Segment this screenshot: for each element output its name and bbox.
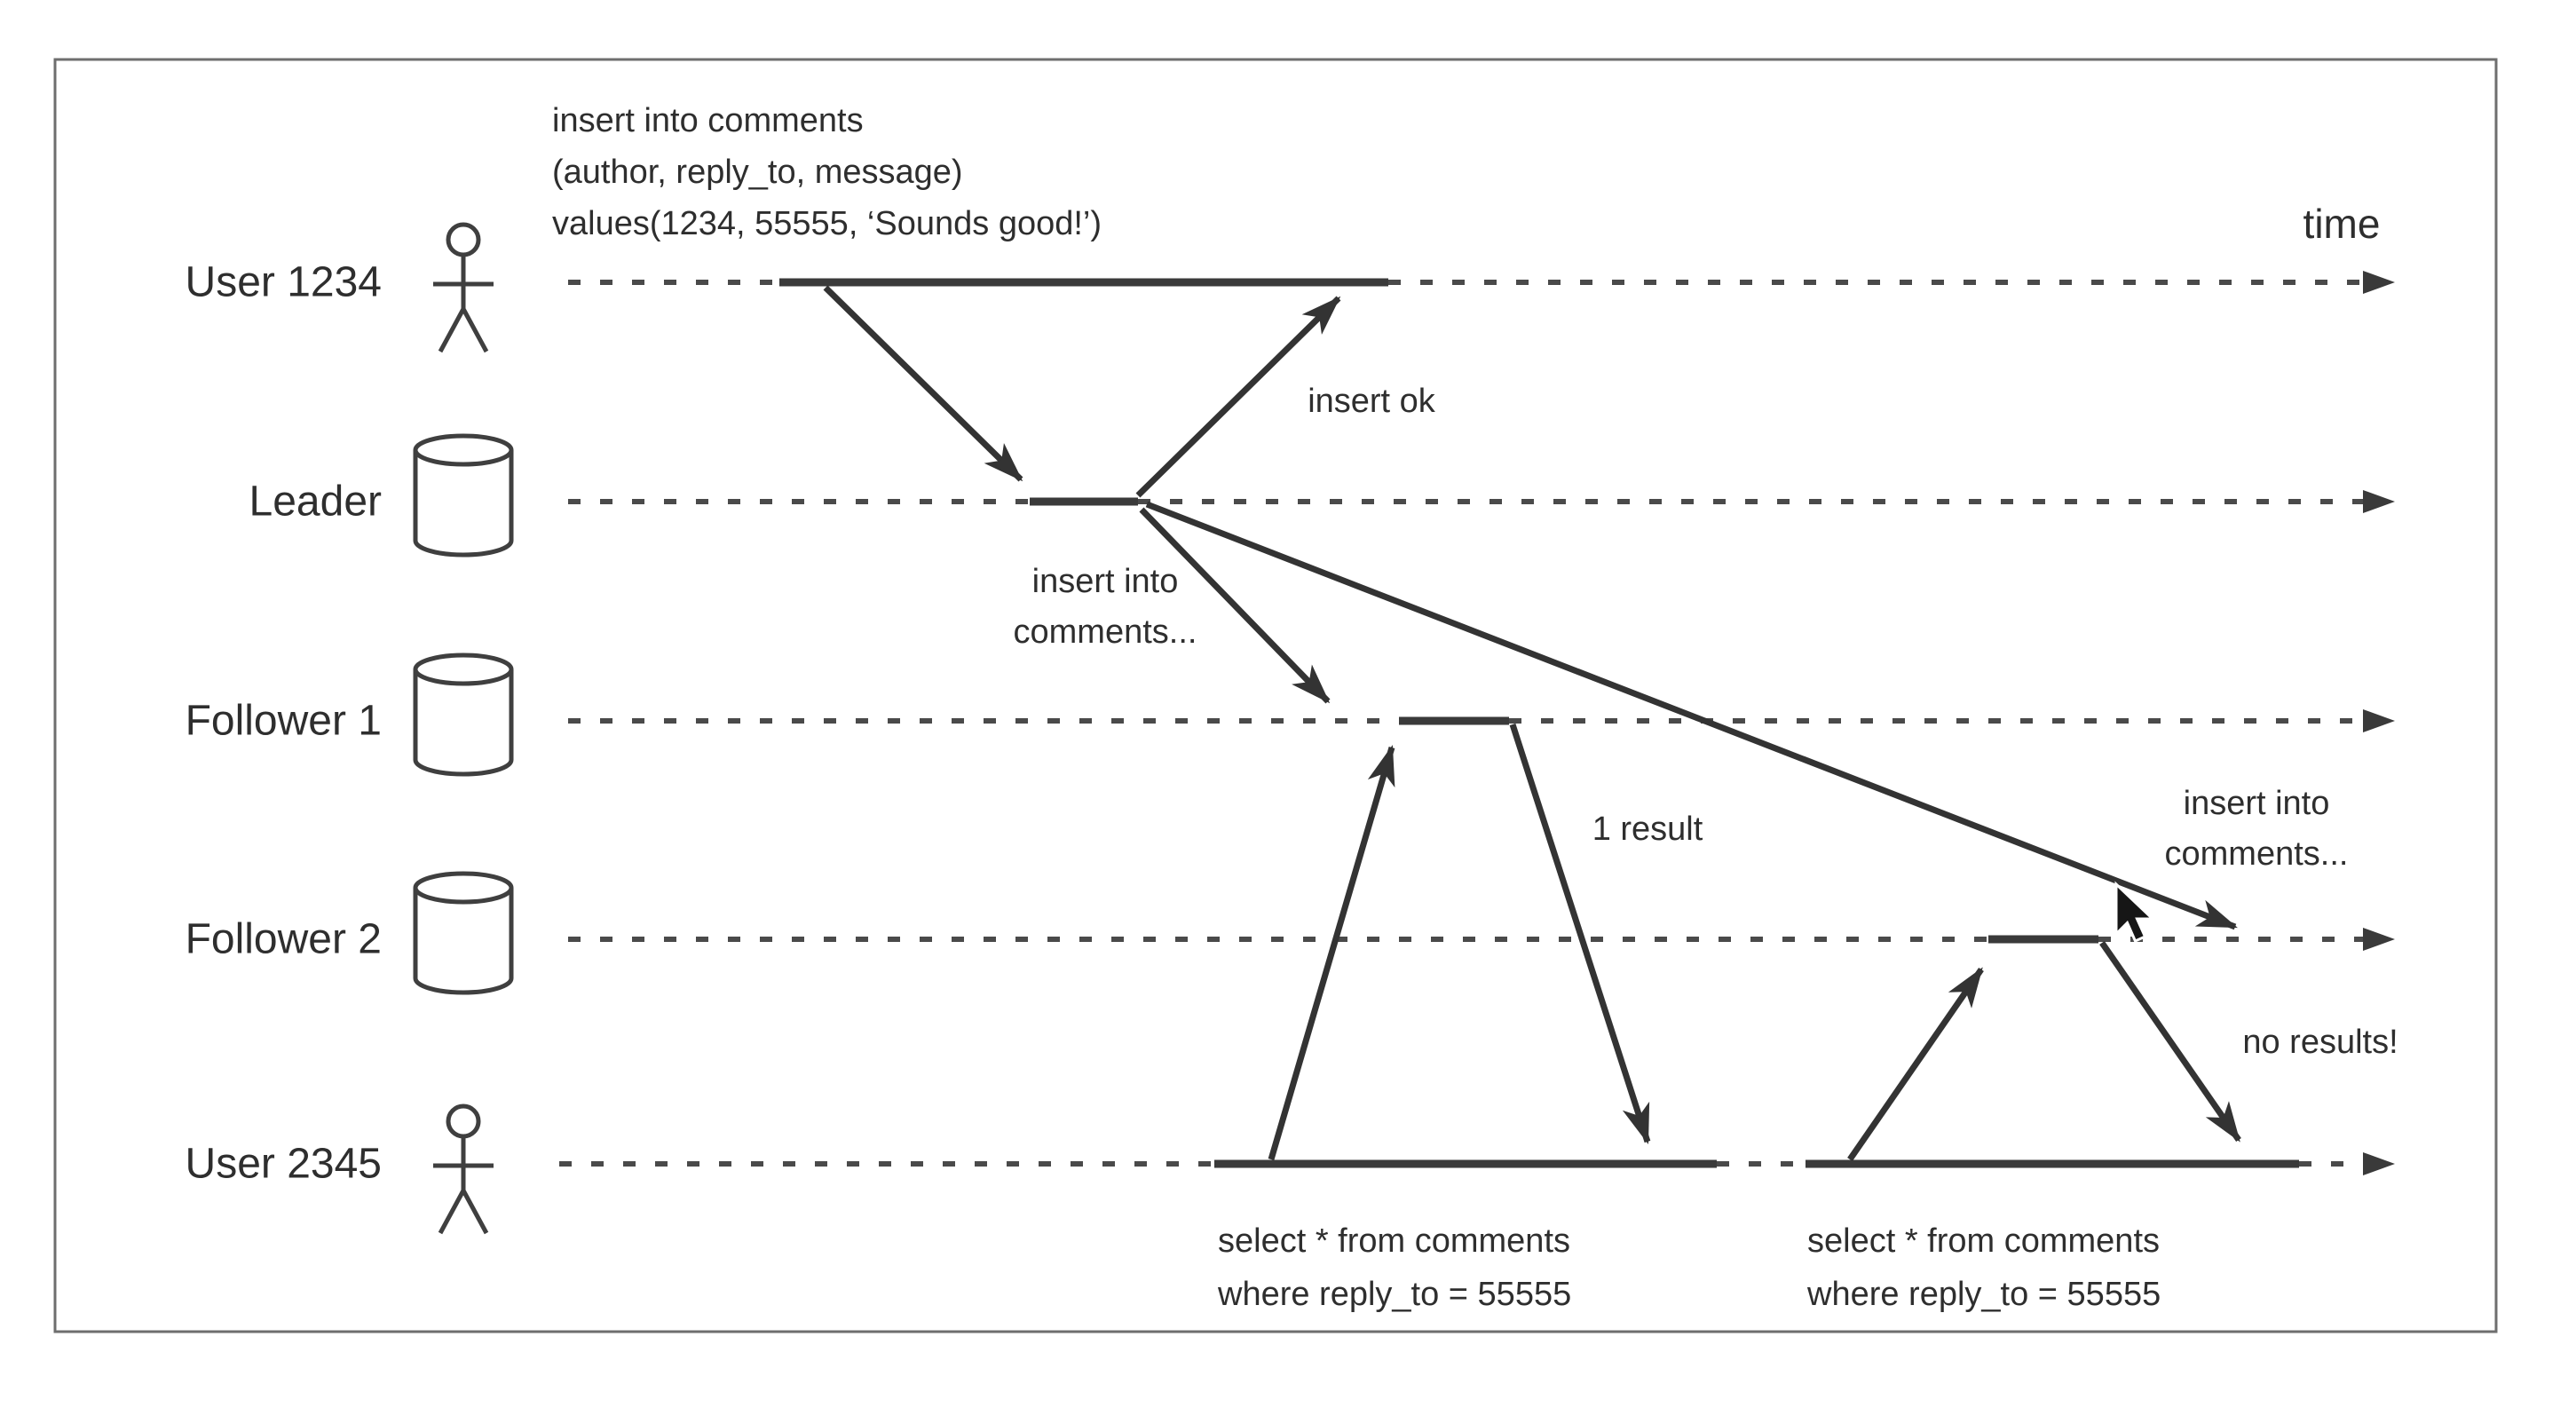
- insert-query-line3: values(1234, 55555, ‘Sounds good!’): [552, 205, 1102, 242]
- lifeline-follower-1: [568, 709, 2395, 732]
- timeline-arrowhead-icon: [2363, 709, 2395, 732]
- actor-label-follower-1: Follower 1: [186, 698, 382, 745]
- replicate-to-follower1-arrow: [1139, 507, 1331, 704]
- select2-request-arrow: [1847, 967, 1984, 1161]
- insert-ok-arrow: [1135, 296, 1341, 498]
- insert-ok-label: insert ok: [1308, 383, 1436, 420]
- insert-request-arrow: [823, 285, 1023, 482]
- insert-query-line2: (author, reply_to, message): [552, 154, 963, 191]
- actor-label-user-1234: User 1234: [186, 259, 382, 306]
- replicate-f1-line2: comments...: [1014, 613, 1197, 651]
- replicate-to-follower2-arrow: [1145, 501, 2238, 930]
- select1-line1: select * from comments: [1218, 1222, 1570, 1260]
- select1-request-arrow: [1268, 744, 1395, 1160]
- select2-line1: select * from comments: [1807, 1222, 2160, 1260]
- lifeline-user-1234: [568, 271, 2395, 294]
- insert-query-annotation: insert into comments (author, reply_to, …: [552, 102, 1102, 242]
- insert-query-line1: insert into comments: [552, 102, 864, 139]
- database-icon: [413, 433, 514, 558]
- replicate-follower1-annotation: insert into comments...: [1014, 563, 1197, 651]
- replicate-f2-line1: insert into: [2184, 785, 2330, 822]
- replicate-follower2-annotation: insert into comments...: [2165, 785, 2349, 873]
- select1-response-arrow: [1509, 723, 1651, 1145]
- select2-annotation: select * from comments where reply_to = …: [1806, 1222, 2161, 1313]
- database-icon: [413, 653, 514, 777]
- actor-label-leader: Leader: [249, 479, 382, 526]
- select1-annotation: select * from comments where reply_to = …: [1217, 1222, 1571, 1313]
- lifeline-leader: [568, 490, 2395, 513]
- timeline-arrowhead-icon: [2363, 928, 2395, 951]
- lifeline-user-2345: [559, 1152, 2395, 1175]
- timeline-arrowhead-icon: [2363, 1152, 2395, 1175]
- lifeline-follower-2: [568, 928, 2395, 951]
- time-axis-label: time: [2303, 201, 2381, 247]
- select2-line2: where reply_to = 55555: [1806, 1276, 2161, 1313]
- timeline-arrowhead-icon: [2363, 271, 2395, 294]
- replicate-f1-line1: insert into: [1032, 563, 1179, 600]
- database-icon: [413, 871, 514, 995]
- one-result-label: 1 result: [1592, 811, 1703, 848]
- select2-response-arrow: [2099, 941, 2241, 1143]
- timeline-arrowhead-icon: [2363, 490, 2395, 513]
- actor-label-user-2345: User 2345: [186, 1141, 382, 1188]
- person-icon: [433, 222, 494, 353]
- no-results-label: no results!: [2242, 1024, 2398, 1061]
- mouse-cursor-icon: [2114, 881, 2156, 943]
- person-icon: [433, 1103, 494, 1235]
- actor-label-follower-2: Follower 2: [186, 916, 382, 963]
- select1-line2: where reply_to = 55555: [1217, 1276, 1571, 1313]
- replicate-f2-line2: comments...: [2165, 835, 2349, 873]
